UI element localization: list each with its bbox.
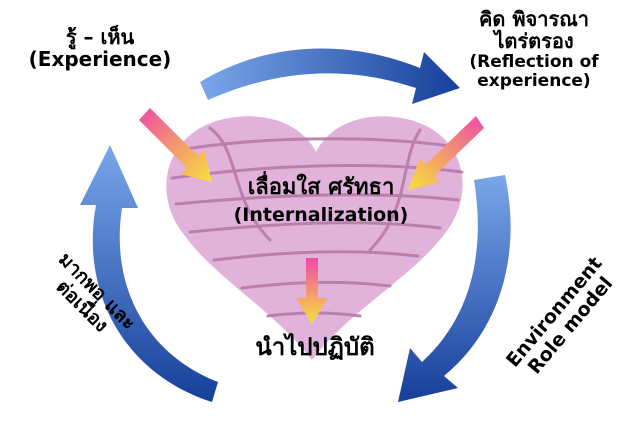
reflection-thai-line1: คิด พิจารณา — [479, 7, 589, 31]
cycle-arrow-top — [200, 48, 460, 104]
heart-fill — [166, 116, 463, 360]
practice-label: นำไปปฏิบัติ — [206, 334, 424, 361]
experience-english: (Experience) — [28, 47, 172, 72]
internalization-english: (Internalization) — [233, 203, 409, 226]
internalization-label: เลื่อมใส ศรัทธา (Internalization) — [190, 175, 452, 226]
experience-thai: รู้ – เห็น — [65, 25, 135, 49]
pointer-arrow-experience — [139, 108, 212, 182]
reflection-thai-line2: ไตร่ตรอง — [494, 29, 574, 54]
internalization-thai: เลื่อมใส ศรัทธา — [247, 175, 395, 200]
pointer-arrow-reflection — [408, 116, 484, 190]
experience-label: รู้ – เห็น (Experience) — [0, 26, 200, 71]
practice-thai: นำไปปฏิบัติ — [255, 333, 375, 361]
heart-shape — [166, 116, 464, 360]
cycle-arrow-right — [398, 175, 511, 402]
reflection-english-line2: experience) — [477, 70, 591, 91]
pointer-arrow-internalization — [296, 258, 328, 324]
reflection-english-line1: (Reflection of — [469, 51, 599, 72]
cycle-arrow-left — [80, 145, 218, 402]
reflection-label: คิด พิจารณา ไตร่ตรอง (Reflection of expe… — [436, 8, 632, 91]
